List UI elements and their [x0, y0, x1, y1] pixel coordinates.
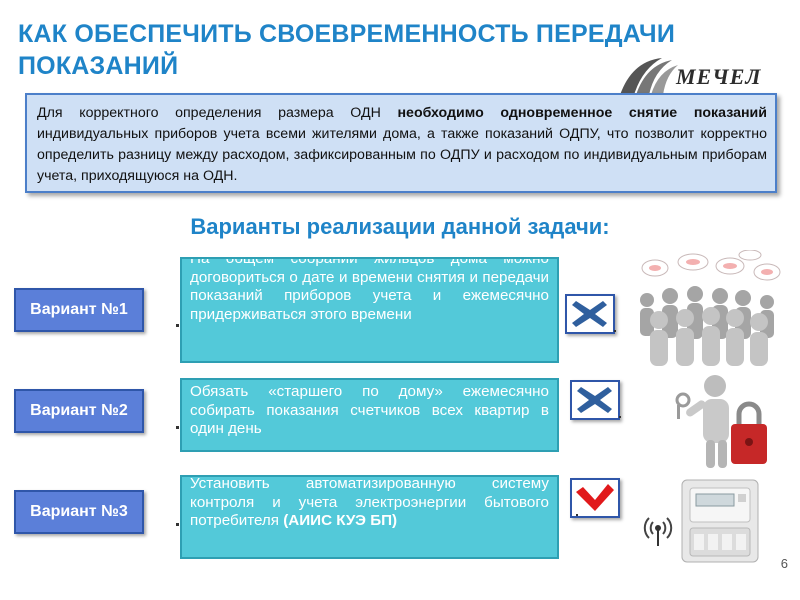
variant-2-mark: [570, 380, 620, 420]
connector-dot: [176, 324, 179, 327]
antenna-icon: [643, 517, 673, 546]
variants-heading: Варианты реализации данной задачи:: [190, 214, 610, 239]
electricity-meter-illustration: [681, 479, 759, 563]
variant-1-description: На общем собрании жильцов дома можно дог…: [180, 257, 559, 363]
variant-3-description: Установить автоматизированную систему ко…: [180, 475, 559, 559]
variant-2-button[interactable]: Вариант №2: [14, 389, 144, 433]
variant-3-button[interactable]: Вариант №3: [14, 490, 144, 534]
cross-icon: [577, 387, 612, 413]
cross-icon: [572, 301, 607, 327]
intro-text-2: индивидуальных приборов учета всеми жите…: [37, 126, 767, 184]
logo-text: МЕЧЕЛ: [676, 64, 762, 89]
variant-1-button[interactable]: Вариант №1: [14, 288, 144, 332]
person-with-key-illustration: [675, 375, 767, 468]
people-meeting-illustration: [640, 250, 781, 366]
variant-3-text-bold: (АИИС КУЭ БП): [283, 512, 398, 530]
slide-title: КАК ОБЕСПЕЧИТЬ СВОЕВРЕМЕННОСТЬ ПЕРЕДАЧИ …: [18, 20, 675, 80]
logo-mark-icon: [620, 58, 678, 95]
mark-dot: [619, 416, 621, 418]
mechel-logo: МЕЧЕЛ: [618, 55, 768, 97]
mark-dot: [614, 330, 616, 332]
check-icon: [576, 484, 614, 511]
variant-1-text: На общем собрании жильцов дома можно дог…: [190, 257, 549, 323]
connector-dot: [176, 426, 179, 429]
intro-text-bold: необходимо одновременное снятие показани…: [397, 105, 767, 121]
mark-dot: [576, 514, 578, 516]
variant-2-text: Обязать «старшего по дому» ежемесячно со…: [190, 383, 549, 438]
variant-2-description: Обязать «старшего по дому» ежемесячно со…: [180, 378, 559, 452]
page-number: 6: [780, 556, 788, 571]
connector-dot: [176, 523, 179, 526]
variant-3-text: Установить автоматизированную систему ко…: [190, 475, 549, 530]
variant-3-mark: [570, 478, 620, 518]
intro-box: Для корректного определения размера ОДН …: [25, 93, 777, 193]
variant-1-mark: [565, 294, 615, 334]
intro-text-1: Для корректного определения размера ОДН: [37, 105, 398, 121]
